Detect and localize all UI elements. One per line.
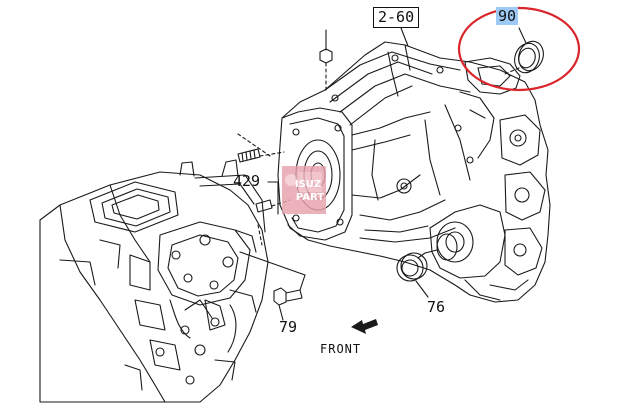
front-arrow-icon xyxy=(351,319,378,334)
watermark-text-2: PART xyxy=(295,192,325,203)
callout-79: 79 xyxy=(279,318,298,336)
oil-seal-90 xyxy=(504,27,544,75)
transfer-case xyxy=(277,41,551,303)
callout-76: 76 xyxy=(427,298,446,316)
watermark-block xyxy=(282,166,326,214)
front-label: FRONT xyxy=(320,342,362,356)
transmission-housing xyxy=(39,159,269,403)
watermark-text-1: ISUZ xyxy=(294,179,322,190)
callout-90: 90 xyxy=(496,7,519,25)
bolt-79 xyxy=(239,224,306,321)
callout-90-text: 90 xyxy=(496,7,519,25)
callout-2-60: 2-60 xyxy=(373,7,420,28)
highlight-circle xyxy=(457,6,581,92)
oil-seal-76 xyxy=(396,252,429,298)
top-nut xyxy=(319,29,333,93)
stud-429 xyxy=(237,133,291,215)
callout-429: 429 xyxy=(233,172,261,190)
